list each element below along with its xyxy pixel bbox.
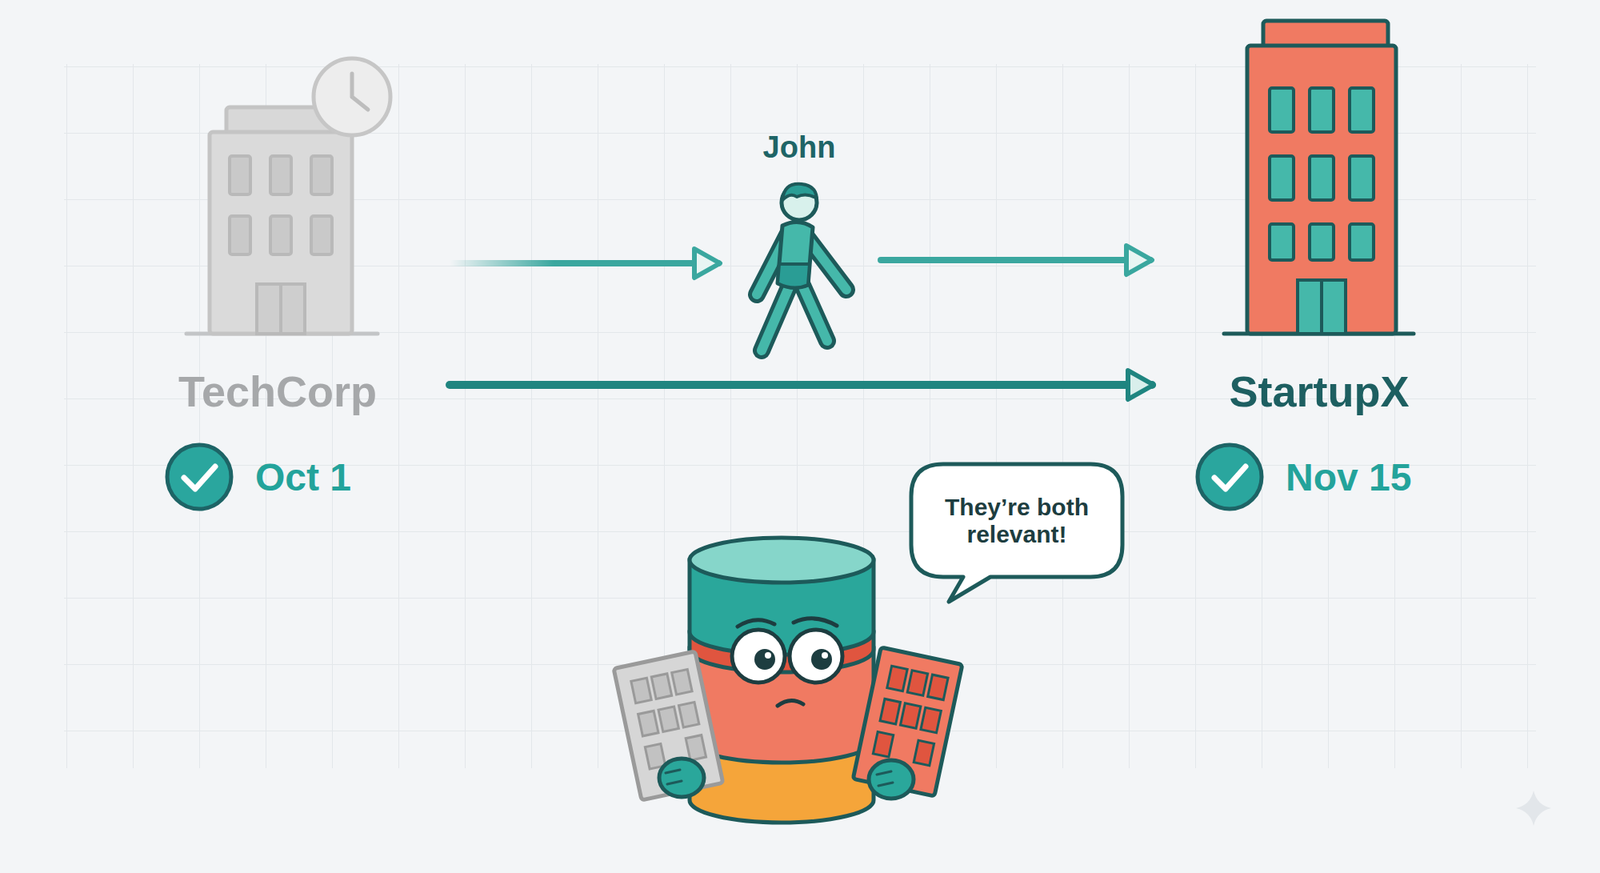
database-mascot (928, 674, 948, 700)
database-mascot (658, 706, 679, 732)
new-company-building (1349, 88, 1374, 132)
old-company-building (209, 132, 352, 334)
database-mascot (900, 703, 921, 729)
company-node: StartupX Nov 15 (1160, 16, 1440, 520)
arrow-connector (449, 380, 1152, 389)
database-mascot (678, 702, 699, 728)
new-company-building (1247, 45, 1396, 334)
database-mascot (672, 668, 692, 695)
arrow-connector (880, 256, 1151, 264)
database-mascot (868, 760, 914, 799)
database-mascot (887, 665, 908, 692)
new-company-building (1309, 156, 1334, 200)
old-company-building (270, 216, 292, 255)
database-mascot (811, 648, 832, 670)
sparkle-mark (1516, 790, 1552, 826)
new-company-building (1309, 88, 1334, 132)
database-mascot (777, 700, 804, 706)
date-label: Nov 15 (1285, 455, 1412, 500)
clock-icon (352, 73, 368, 110)
database-mascot (754, 648, 776, 670)
database-mascot (737, 618, 837, 627)
old-company-building (186, 107, 378, 334)
clock-icon (313, 58, 391, 136)
clock-icon (313, 58, 391, 136)
speech-bubble: They’re both relevant! (911, 464, 1123, 577)
check-icon (1197, 444, 1262, 509)
database-mascot (907, 670, 928, 696)
database-mascot (631, 677, 652, 704)
check-icon (1214, 466, 1246, 489)
new-company-building (1224, 20, 1414, 334)
person-figure (777, 264, 810, 288)
new-company-building (1320, 280, 1324, 334)
old-company-building (229, 216, 251, 255)
new-company-building (1269, 88, 1294, 132)
company-node: TechCorpOct 1 (160, 88, 440, 520)
check-icon (167, 444, 232, 509)
old-company-building (256, 284, 305, 334)
database-mascot (732, 629, 785, 683)
grid-background (64, 64, 1536, 768)
new-company-building (1269, 156, 1294, 200)
new-company-building (1349, 224, 1374, 260)
old-company-building (279, 284, 283, 334)
database-mascot (920, 707, 941, 733)
check-icon (167, 444, 232, 509)
check-icon (1197, 444, 1262, 509)
check-icon (184, 466, 216, 489)
database-mascot (685, 735, 706, 761)
old-company-building (229, 156, 251, 195)
database-mascot (689, 537, 874, 583)
company-name: StartupX (1228, 366, 1409, 416)
person-name: John (763, 130, 836, 166)
old-company-building (311, 156, 332, 195)
new-company-building (1297, 280, 1346, 334)
database-mascot (651, 673, 672, 700)
database-mascot (764, 652, 772, 659)
database-mascot (665, 769, 893, 786)
database-mascot (821, 652, 828, 659)
database-mascot (613, 651, 724, 800)
new-company-building (1269, 224, 1294, 260)
old-company-building (311, 216, 332, 255)
database-mascot (872, 731, 893, 757)
database-mascot (789, 629, 843, 683)
company-name: TechCorp (178, 366, 377, 416)
sparkle-mark (1516, 790, 1552, 826)
database-mascot (880, 698, 900, 724)
speech-text: They’re both relevant! (928, 492, 1105, 548)
database-mascot (613, 537, 963, 823)
database-mascot (659, 758, 704, 797)
old-company-building (270, 156, 292, 195)
person-figure (777, 221, 813, 288)
database-mascot (613, 651, 724, 800)
database-mascot (913, 740, 934, 766)
date-label: Oct 1 (255, 455, 352, 500)
arrow-connector (449, 260, 719, 267)
new-company-building (1349, 156, 1374, 200)
new-company-building (1309, 224, 1334, 260)
database-mascot (638, 710, 659, 736)
person-figure (756, 184, 847, 351)
person-figure (782, 184, 817, 200)
person-node: John (736, 128, 860, 364)
speech-bubble-outline (911, 464, 1123, 602)
